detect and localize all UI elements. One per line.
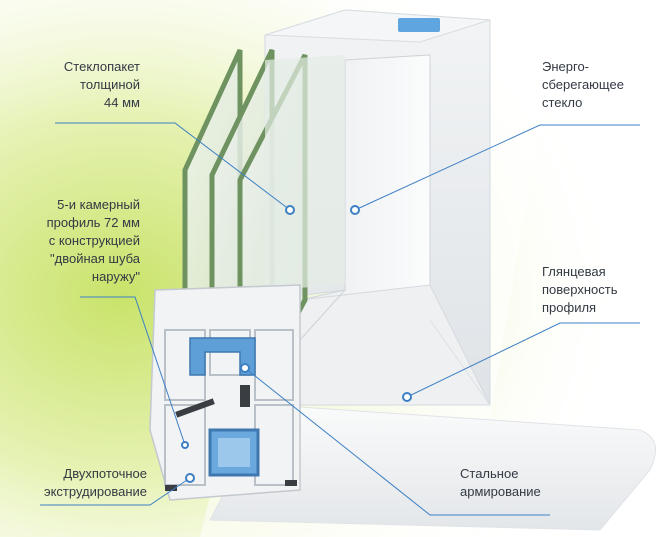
leader-lines bbox=[40, 122, 640, 516]
label-coextrusion: Двухпоточное экструдирование bbox=[25, 465, 147, 501]
steel-reinforcement-upper bbox=[189, 337, 256, 376]
label-energy-glass-line-3: стекло bbox=[542, 95, 583, 110]
label-profile-line-3: с конструкцией bbox=[48, 233, 140, 248]
label-glossy-surface: Глянцевая поверхность профиля bbox=[542, 263, 662, 317]
label-coextrusion-line-2: экструдирование bbox=[43, 484, 147, 499]
label-glass-unit-line-2: толщиной bbox=[80, 77, 140, 92]
leader-dots bbox=[181, 205, 412, 483]
label-profile: 5-и камерный профиль 72 мм с конструкцие… bbox=[20, 196, 140, 286]
label-profile-line-2: профиль 72 мм bbox=[46, 215, 140, 230]
label-energy-glass-line-1: Энерго- bbox=[542, 59, 589, 74]
frame-marking-label bbox=[398, 18, 440, 32]
label-coextrusion-line-1: Двухпоточное bbox=[63, 466, 147, 481]
label-energy-glass-line-2: сберегающее bbox=[542, 77, 624, 92]
label-glossy-surface-line-3: профиля bbox=[542, 300, 597, 315]
label-profile-line-5: наружу" bbox=[91, 269, 140, 284]
label-profile-line-4: "двойная шуба bbox=[50, 251, 140, 266]
label-glass-unit: Стеклопакет толщиной 44 мм bbox=[30, 58, 140, 112]
label-glossy-surface-line-2: поверхность bbox=[542, 282, 618, 297]
glass-surface bbox=[265, 55, 345, 290]
steel-reinforcement-inner bbox=[218, 438, 250, 467]
label-steel-reinforcement-line-2: армирование bbox=[460, 484, 541, 499]
window-sill bbox=[209, 404, 657, 531]
gaskets bbox=[165, 385, 297, 491]
label-energy-glass: Энерго- сберегающее стекло bbox=[542, 58, 662, 112]
label-steel-reinforcement-line-1: Стальное bbox=[460, 466, 519, 481]
label-glass-unit-line-3: 44 мм bbox=[104, 95, 140, 110]
label-steel-reinforcement: Стальное армирование bbox=[460, 465, 570, 501]
label-glass-unit-line-1: Стеклопакет bbox=[63, 59, 140, 74]
mitre-joint-lower bbox=[429, 319, 491, 406]
label-profile-line-1: 5-и камерный bbox=[57, 197, 140, 212]
label-glossy-surface-line-1: Глянцевая bbox=[542, 264, 606, 279]
mitre-joint bbox=[299, 289, 346, 341]
